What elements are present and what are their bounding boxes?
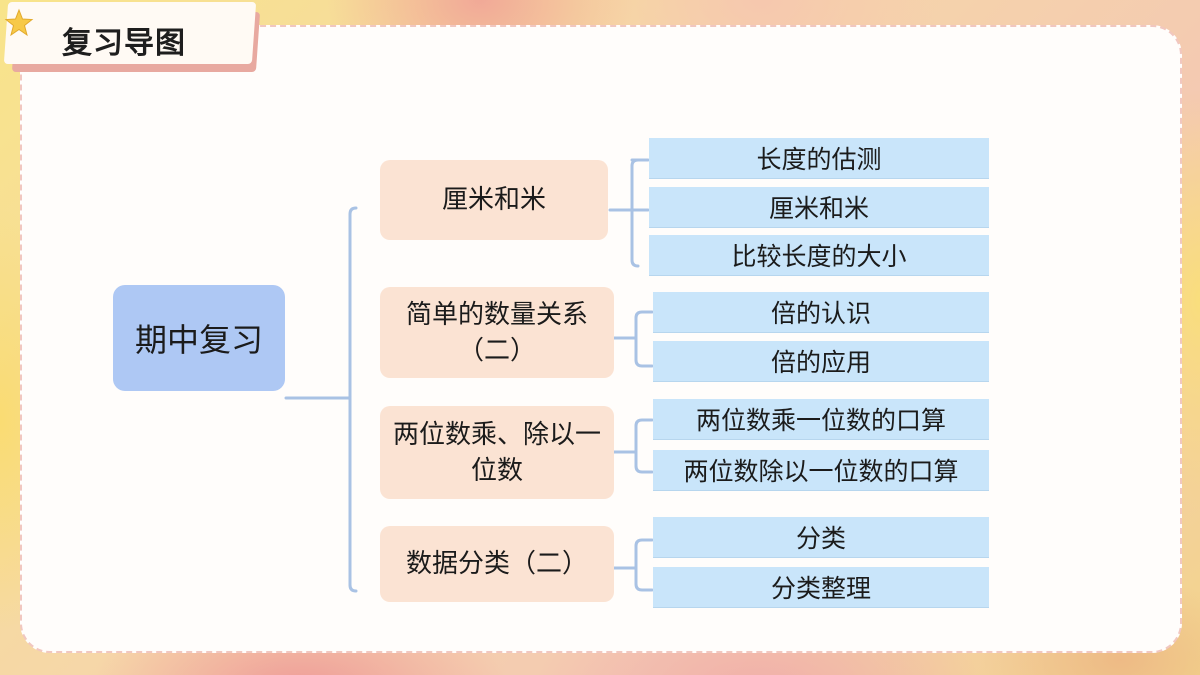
title-tab: 复习导图 <box>3 2 261 74</box>
leaf-node: 分类整理 <box>653 567 989 608</box>
branch-node: 简单的数量关系（二） <box>380 287 614 378</box>
branch1-connector <box>608 158 650 268</box>
leaf-node: 两位数乘一位数的口算 <box>653 399 989 440</box>
branch-node: 厘米和米 <box>380 160 608 240</box>
leaf-node: 比较长度的大小 <box>649 235 989 276</box>
page-title: 复习导图 <box>62 26 186 61</box>
leaf-node: 两位数除以一位数的口算 <box>653 450 989 491</box>
leaf-node: 倍的认识 <box>653 292 989 333</box>
branch-node: 两位数乘、除以一位数 <box>380 406 614 499</box>
branch3-connector <box>612 418 654 474</box>
root-connector <box>284 206 358 593</box>
leaf-node: 分类 <box>653 517 989 558</box>
leaf-node: 长度的估测 <box>649 138 989 179</box>
star-icon <box>4 8 34 37</box>
branch4-connector <box>612 538 654 592</box>
leaf-node: 厘米和米 <box>649 187 989 228</box>
root-node: 期中复习 <box>113 285 285 391</box>
branch2-connector <box>612 310 654 368</box>
branch-node: 数据分类（二） <box>380 526 614 602</box>
leaf-node: 倍的应用 <box>653 341 989 382</box>
